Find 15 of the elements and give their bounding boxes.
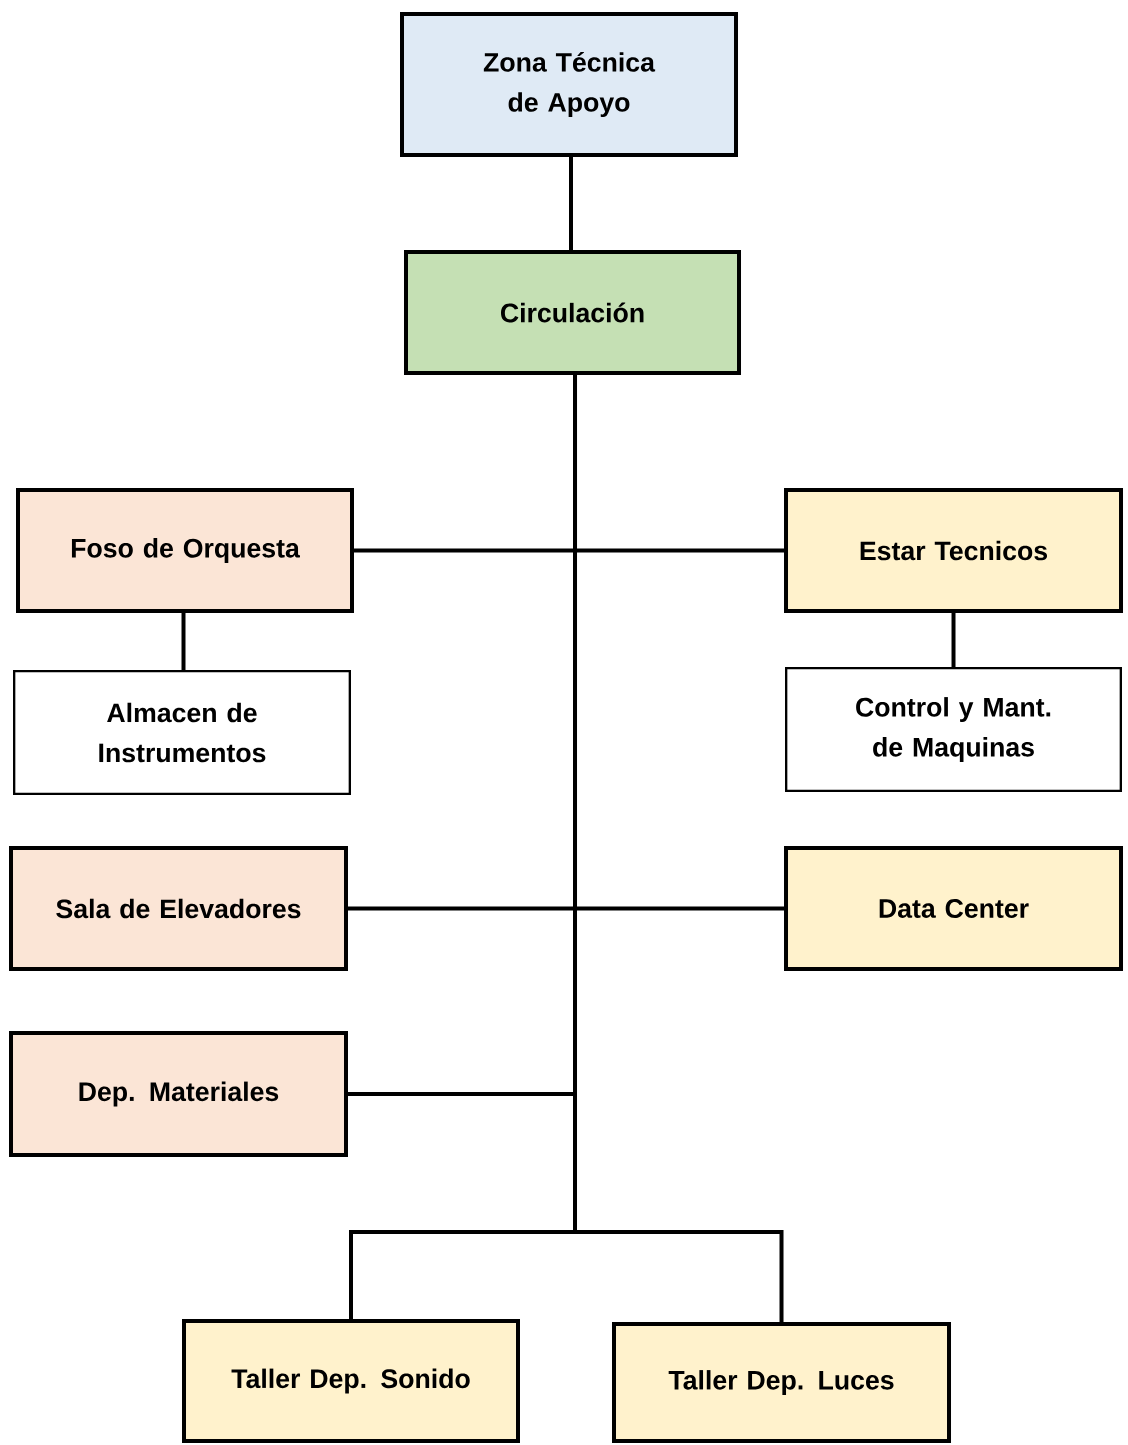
process-box: Circulación	[404, 250, 741, 375]
process-box: Estar Tecnicos	[784, 488, 1123, 613]
connector-line	[181, 613, 186, 670]
process-box: Data Center	[784, 846, 1123, 971]
process-box: Foso de Orquesta	[16, 488, 354, 613]
connector-line	[573, 375, 784, 1322]
process-box: Taller Dep. Sonido	[182, 1319, 520, 1443]
process-box: Zona Técnica de Apoyo	[400, 12, 738, 157]
connector-line	[951, 613, 956, 667]
process-box: Taller Dep. Luces	[612, 1322, 951, 1443]
process-box: Dep. Materiales	[9, 1031, 348, 1157]
process-box: Almacen de Instrumentos	[13, 670, 351, 795]
connector-line	[569, 157, 573, 250]
process-box: Sala de Elevadores	[9, 846, 348, 971]
process-box: Control y Mant. de Maquinas	[785, 667, 1122, 792]
